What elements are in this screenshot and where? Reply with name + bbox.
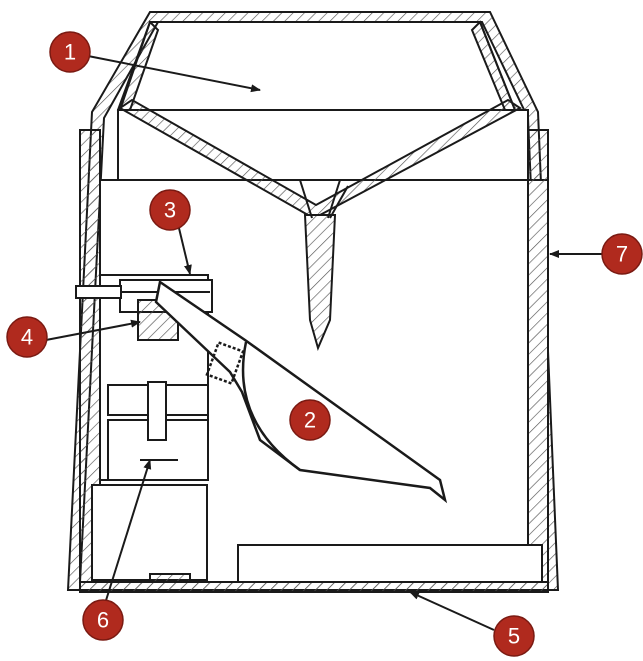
leader-lines: [45, 55, 605, 631]
callout-6-label: 6: [97, 608, 109, 633]
callout-2-label: 2: [304, 408, 316, 433]
callout-7: 7: [601, 233, 643, 275]
callout-5-label: 5: [508, 624, 520, 649]
callout-5: 5: [493, 615, 535, 657]
base-plate: [79, 544, 549, 593]
callout-1-label: 1: [64, 40, 76, 65]
callout-3-label: 3: [164, 198, 176, 223]
callout-6: 6: [82, 599, 124, 641]
callout-4-label: 4: [21, 325, 33, 350]
callout-7-label: 7: [616, 242, 628, 267]
collector-funnel: [116, 20, 529, 351]
callout-2: 2: [289, 399, 331, 441]
tipping-bucket: [154, 279, 448, 504]
callout-3: 3: [149, 189, 191, 231]
callout-1: 1: [49, 31, 91, 73]
callout-4: 4: [6, 316, 48, 358]
